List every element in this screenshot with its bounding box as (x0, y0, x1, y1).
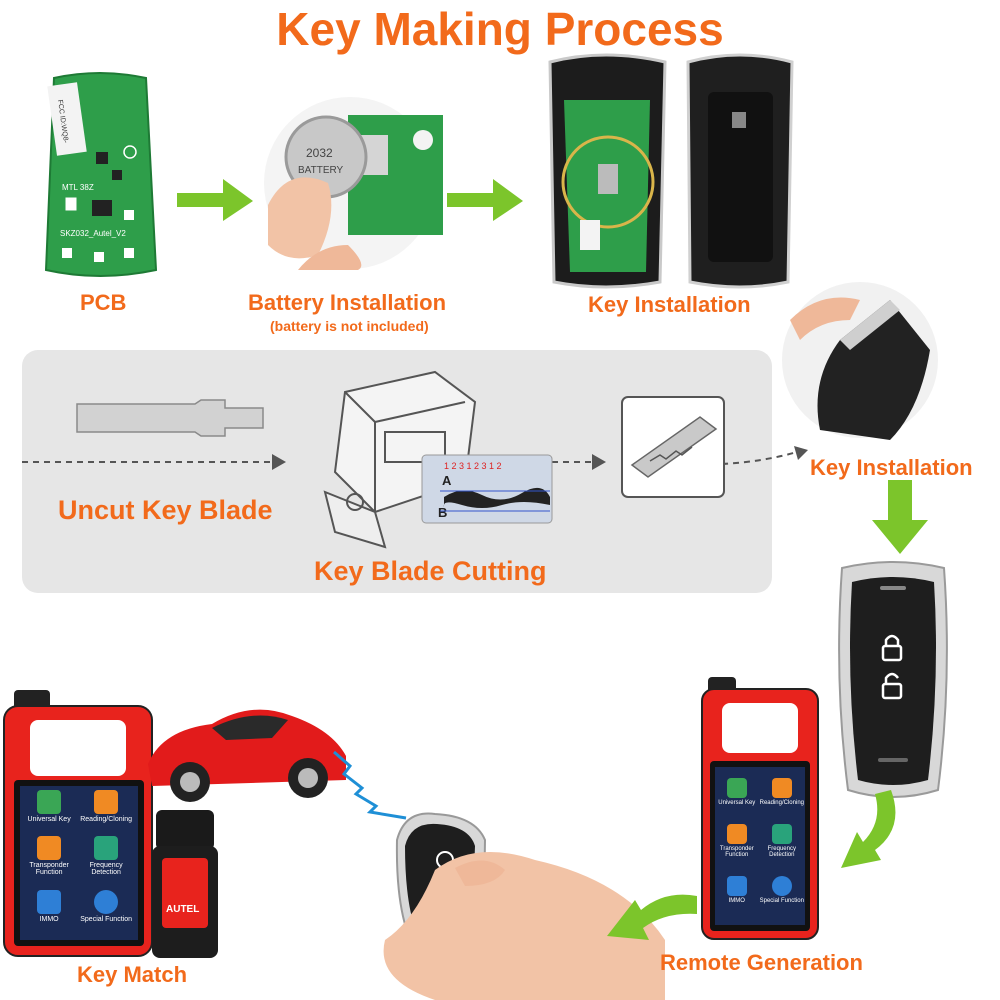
key-insert-image (782, 282, 938, 440)
pcb-model-text: MTL 38Z (62, 183, 94, 192)
label-key-installation-right: Key Installation (810, 455, 973, 480)
dongle-brand-text: AUTEL (166, 904, 199, 915)
pcb-board-image: FCC ID:WQ8- MTL 38Z SKZ032_Autel_V2 (44, 72, 158, 277)
arrow-right-2-icon (447, 179, 523, 221)
app-immo-right[interactable]: IMMO (718, 876, 756, 918)
coin-cell-brand: BATTERY (298, 165, 344, 176)
unlock-icon (881, 672, 903, 700)
app-frequency-detection[interactable]: Frequency Detection (80, 836, 132, 883)
app-special-function[interactable]: Special Function (80, 889, 132, 930)
label-key-installation-top: Key Installation (588, 292, 751, 317)
cutting-chart-track-b: B (438, 505, 447, 520)
app-reading-cloning[interactable]: Reading/Cloning (80, 790, 132, 830)
left-device-app-grid: Universal Key Reading/Cloning Transponde… (24, 790, 132, 930)
wireless-signal-icon (333, 750, 407, 820)
arrow-curve-down-left-icon (841, 790, 896, 868)
dashed-flow-line (22, 446, 808, 470)
right-device-app-grid: Universal Key Reading/Cloning Transponde… (718, 778, 804, 918)
app-immo[interactable]: IMMO (24, 889, 74, 930)
app-transponder-function[interactable]: Transponder Function (24, 836, 74, 883)
app-special-function-right[interactable]: Special Function (760, 876, 804, 918)
uncut-key-blade-image (76, 399, 264, 437)
label-uncut-key-blade: Uncut Key Blade (58, 495, 273, 525)
app-universal-key[interactable]: Universal Key (24, 790, 74, 830)
label-key-match: Key Match (77, 962, 188, 987)
app-frequency-detection-right[interactable]: Frequency Detection (760, 824, 804, 872)
arrow-curve-left-icon (607, 894, 697, 940)
arrow-right-1-icon (177, 179, 253, 221)
cutting-chart-track-a: A (442, 473, 452, 488)
app-universal-key-right[interactable]: Universal Key (718, 778, 756, 820)
coin-cell-text: 2032 (306, 146, 333, 160)
obd-dongle-image: AUTEL (152, 810, 218, 958)
label-battery-note: (battery is not included) (270, 318, 429, 334)
label-pcb: PCB (80, 290, 127, 315)
label-remote-generation: Remote Generation (660, 950, 863, 975)
lock-icon (881, 634, 903, 662)
label-key-blade-cutting: Key Blade Cutting (314, 556, 547, 586)
finished-smart-key-image (838, 561, 948, 798)
red-sports-car-image (148, 709, 346, 802)
battery-installation-image: 2032 BATTERY (264, 97, 443, 270)
cut-key-blade-image (621, 396, 725, 498)
key-shell-open-image (548, 53, 794, 289)
label-battery-installation: Battery Installation (248, 290, 447, 315)
arrow-down-icon (872, 480, 928, 554)
cutting-chart-digits: 1 2 3 1 2 3 1 2 (444, 461, 502, 471)
pcb-board-text: SKZ032_Autel_V2 (60, 229, 126, 238)
cutting-chart-image: 1 2 3 1 2 3 1 2 A B (421, 454, 553, 524)
app-reading-cloning-right[interactable]: Reading/Cloning (760, 778, 804, 820)
hand-holding-remote-image (383, 812, 665, 1000)
app-transponder-function-right[interactable]: Transponder Function (718, 824, 756, 872)
page-title: Key Making Process (276, 3, 724, 55)
